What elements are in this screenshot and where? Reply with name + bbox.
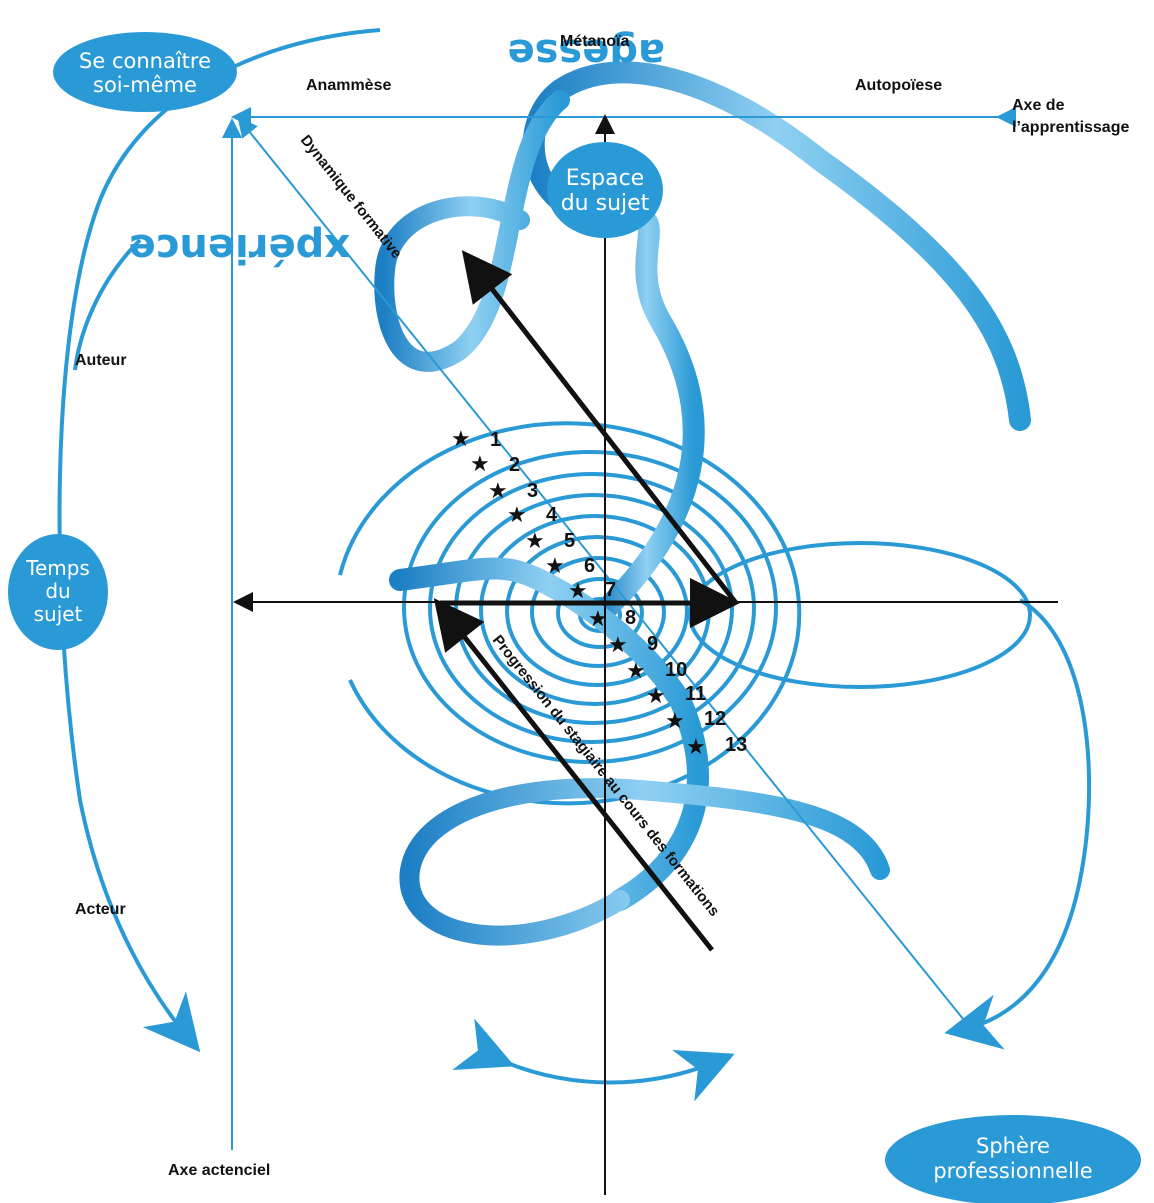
label-axe-apprentissage-1: Axe de: [1012, 97, 1065, 114]
bubble-espace-du-sujet: Espace du sujet: [547, 142, 663, 238]
bubble-temps-du-sujet: Temps du sujet: [8, 534, 108, 650]
svg-text:★: ★: [525, 529, 545, 554]
svg-text:★: ★: [608, 633, 628, 658]
step-7: 7: [605, 579, 616, 601]
svg-text:★: ★: [588, 607, 608, 632]
bubble-sphere-line1: Sphère: [976, 1134, 1050, 1158]
svg-text:★: ★: [507, 503, 527, 528]
step-3: 3: [527, 480, 538, 502]
step-9: 9: [647, 633, 658, 655]
svg-text:★: ★: [665, 709, 685, 734]
label-acteur: Acteur: [75, 901, 126, 918]
step-2: 2: [509, 454, 520, 476]
blue-axes: [222, 107, 1016, 1150]
step-1: 1: [490, 429, 501, 451]
right-loop: [688, 541, 1032, 689]
svg-text:★: ★: [451, 427, 471, 452]
bubble-espace-line1: Espace: [566, 166, 644, 191]
step-5: 5: [564, 530, 575, 552]
svg-text:★: ★: [686, 735, 706, 760]
step-6: 6: [584, 555, 595, 577]
black-arrows: [433, 250, 740, 952]
bubble-espace-line2: du sujet: [561, 191, 650, 216]
bubble-sphere-line2: professionnelle: [933, 1159, 1092, 1183]
svg-text:★: ★: [568, 579, 588, 604]
step-13: 13: [725, 734, 747, 756]
svg-text:★: ★: [646, 684, 666, 709]
label-axe-apprentissage-2: l’apprentissage: [1012, 119, 1129, 136]
step-10: 10: [665, 659, 687, 681]
bubble-se-connaitre-line1: Se connaître: [79, 49, 211, 73]
step-4: 4: [546, 504, 558, 526]
svg-text:★: ★: [470, 452, 490, 477]
step-8: 8: [625, 607, 636, 629]
label-experience: xpérience: [129, 225, 350, 271]
bubble-temps-line3: sujet: [34, 602, 83, 626]
bubble-se-connaitre: Se connaître soi-même: [53, 32, 237, 112]
bubble-temps-line1: Temps: [25, 556, 90, 580]
label-autopoiese: Autopoïese: [855, 77, 942, 94]
step-11: 11: [685, 683, 706, 705]
svg-text:★: ★: [626, 659, 646, 684]
label-anammese: Anammèse: [306, 77, 391, 94]
step-12: 12: [704, 708, 726, 730]
bubble-temps-line2: du: [45, 579, 70, 603]
ribbon: [374, 61, 1031, 946]
bubble-sphere-professionnelle: Sphère professionnelle: [885, 1115, 1141, 1203]
bubble-se-connaitre-line2: soi-même: [93, 73, 197, 97]
label-auteur: Auteur: [75, 352, 127, 369]
svg-text:★: ★: [488, 479, 508, 504]
label-sagesse: agesse: [508, 30, 666, 76]
label-axe-actenciel: Axe actenciel: [168, 1162, 270, 1179]
label-metanoia: Métanoïa: [560, 33, 629, 50]
svg-text:★: ★: [545, 554, 565, 579]
steps: ★1 ★2 ★3 ★4 ★5 ★6 ★7 ★8 ★9 ★10 ★11 ★12 ★…: [451, 427, 747, 760]
